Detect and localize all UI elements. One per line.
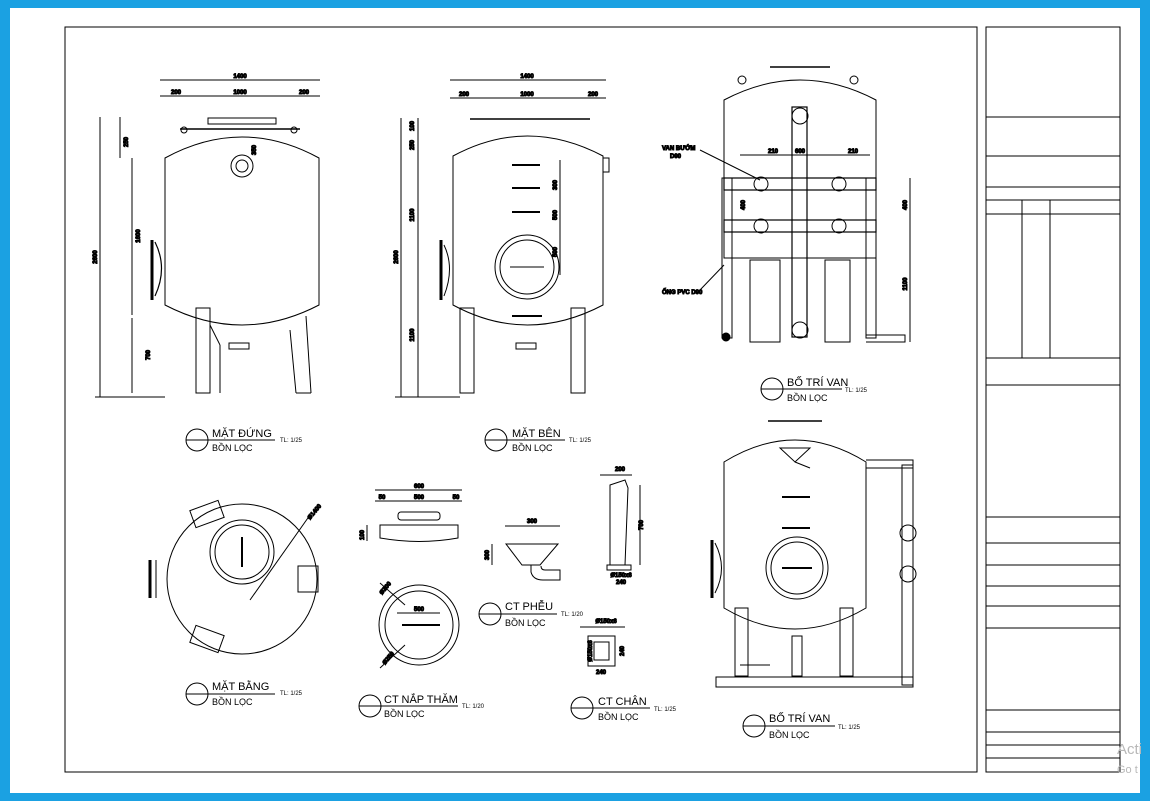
funnel-title: CT PHỄU: [505, 600, 553, 613]
view-label-manhole: CT NẮP THĂM BỒN LỌC TL: 1/20: [358, 693, 485, 719]
leg-title: CT CHÂN: [598, 695, 647, 708]
callout-valve-name: VAN BƯỚM: [662, 144, 695, 152]
dim-manhole-d1: Ø200: [379, 581, 393, 597]
dim-front-top-right: 200: [299, 90, 310, 96]
dim-plan-diameter: Ø1400: [307, 503, 324, 521]
dim-side-top-right: 200: [588, 92, 599, 98]
view-label-front: MẶT ĐỨNG BỒN LỌC TL: 1/25: [185, 427, 303, 453]
funnel-subtitle: BỒN LỌC: [505, 617, 546, 628]
watermark-line2: Go t: [1117, 764, 1138, 776]
dim-side-s2: 500: [553, 209, 559, 220]
funnel-scale: TL: 1/20: [561, 612, 584, 618]
leg-detail: [580, 474, 641, 667]
side-view-scale: TL: 1/25: [569, 438, 592, 444]
dim-front-head: 250: [124, 136, 130, 147]
manhole-subtitle: BỒN LỌC: [384, 708, 425, 719]
manhole-title: CT NẮP THĂM: [384, 693, 458, 706]
view-label-leg: CT CHÂN BỒN LỌC TL: 1/25: [570, 695, 677, 722]
dim-valve-h3: 1100: [903, 277, 909, 291]
dim-front-top-mid: 1000: [233, 90, 247, 96]
dim-side-s3: 500: [553, 246, 559, 257]
callout-pipe: ỐNG PVC D90: [662, 289, 703, 296]
dim-leg-pipe2: Ø150x6: [595, 619, 617, 625]
plan-view-scale: TL: 1/25: [280, 691, 303, 697]
activation-watermark: Acti Go t: [1117, 740, 1142, 780]
dim-side-leg: 1100: [410, 328, 416, 342]
plan-view-subtitle: BỒN LỌC: [212, 696, 253, 707]
valve-layout-top: [699, 66, 911, 343]
dim-leg-height: 700: [639, 519, 645, 530]
leg-subtitle: BỒN LỌC: [598, 711, 639, 722]
tank-front-elevation: [95, 79, 320, 398]
valve-layout-bottom: [710, 420, 917, 688]
drawing-border: [64, 26, 978, 773]
manhole-detail: [366, 489, 462, 669]
dim-side-top-mid: 1000: [520, 92, 534, 98]
tank-side-elevation: [395, 79, 610, 398]
funnel-detail: [491, 525, 561, 581]
dim-manhole-w-total: 600: [414, 484, 425, 490]
dim-leg-h2: 240: [620, 645, 626, 656]
dim-side-total: 2600: [394, 250, 400, 264]
dim-front-nozzle: 350: [252, 144, 258, 155]
dim-side-head-a: 100: [410, 120, 416, 131]
callout-valve-size: D90: [670, 154, 682, 160]
drawing-sheet: 1400 200 1000 200 250 1600 2600 700 350 …: [10, 8, 1140, 793]
dim-leg-base2: 240: [596, 670, 607, 676]
plan-view-title: MẶT BẰNG: [212, 680, 269, 693]
dim-front-body: 1600: [136, 229, 142, 243]
dim-valve-h1: 400: [741, 199, 747, 210]
front-view-scale: TL: 1/25: [280, 438, 303, 444]
dim-valve-w3: 210: [848, 149, 859, 155]
watermark-line1: Acti: [1117, 741, 1143, 758]
dim-leg-side2: Ø150x6: [588, 640, 594, 662]
leg-scale: TL: 1/25: [654, 707, 677, 713]
valve-top-subtitle: BỒN LỌC: [787, 392, 828, 403]
valve-bottom-title: BỐ TRÍ VAN: [769, 711, 830, 725]
dim-valve-w1: 210: [768, 149, 779, 155]
valve-bottom-scale: TL: 1/25: [838, 725, 861, 731]
dim-front-top-total: 1400: [233, 74, 247, 80]
dim-front-leg: 700: [146, 349, 152, 360]
dim-valve-w2: 600: [795, 149, 806, 155]
dim-funnel-h: 300: [485, 549, 491, 560]
manhole-scale: TL: 1/20: [462, 704, 485, 710]
cad-drawing: 1400 200 1000 200 250 1600 2600 700 350 …: [64, 26, 1121, 773]
dim-funnel-w: 300: [527, 519, 538, 525]
dim-leg-base: 240: [616, 580, 627, 586]
view-label-funnel: CT PHỄU BỒN LỌC TL: 1/20: [478, 600, 584, 628]
dim-side-head-b: 250: [410, 139, 416, 150]
dim-manhole-d2: Ø250: [382, 651, 396, 667]
view-label-valve-top: BỐ TRÍ VAN BỒN LỌC TL: 1/25: [760, 375, 868, 403]
valve-top-title: BỐ TRÍ VAN: [787, 375, 848, 389]
view-label-side: MẶT BÊN BỒN LỌC TL: 1/25: [484, 427, 592, 453]
dim-leg-pipe1: Ø150x6: [610, 573, 632, 579]
view-label-valve-bottom: BỐ TRÍ VAN BỒN LỌC TL: 1/25: [742, 711, 861, 740]
valve-bottom-subtitle: BỒN LỌC: [769, 729, 810, 740]
dim-leg-top: 200: [615, 467, 626, 473]
dim-manhole-w-left: 50: [379, 495, 386, 501]
dim-valve-h2: 400: [903, 199, 909, 210]
front-view-subtitle: BỒN LỌC: [212, 442, 253, 453]
dim-front-total: 2600: [93, 250, 99, 264]
dim-side-top-total: 1400: [520, 74, 534, 80]
dim-manhole-w-right: 50: [453, 495, 460, 501]
dim-side-top-left: 200: [459, 92, 470, 98]
dim-side-body: 1100: [410, 208, 416, 222]
view-label-plan: MẶT BẰNG BỒN LỌC TL: 1/25: [185, 680, 303, 707]
side-view-title: MẶT BÊN: [512, 427, 561, 440]
side-view-subtitle: BỒN LỌC: [512, 442, 553, 453]
valve-top-scale: TL: 1/25: [845, 388, 868, 394]
dim-manhole-inner: 500: [414, 607, 425, 613]
title-block: [985, 26, 1121, 773]
dim-manhole-h: 100: [360, 529, 366, 540]
dim-front-top-left: 200: [171, 90, 182, 96]
dim-manhole-w-mid: 500: [414, 495, 425, 501]
dim-side-s1: 300: [553, 179, 559, 190]
tank-plan: [148, 499, 319, 655]
front-view-title: MẶT ĐỨNG: [212, 427, 272, 440]
